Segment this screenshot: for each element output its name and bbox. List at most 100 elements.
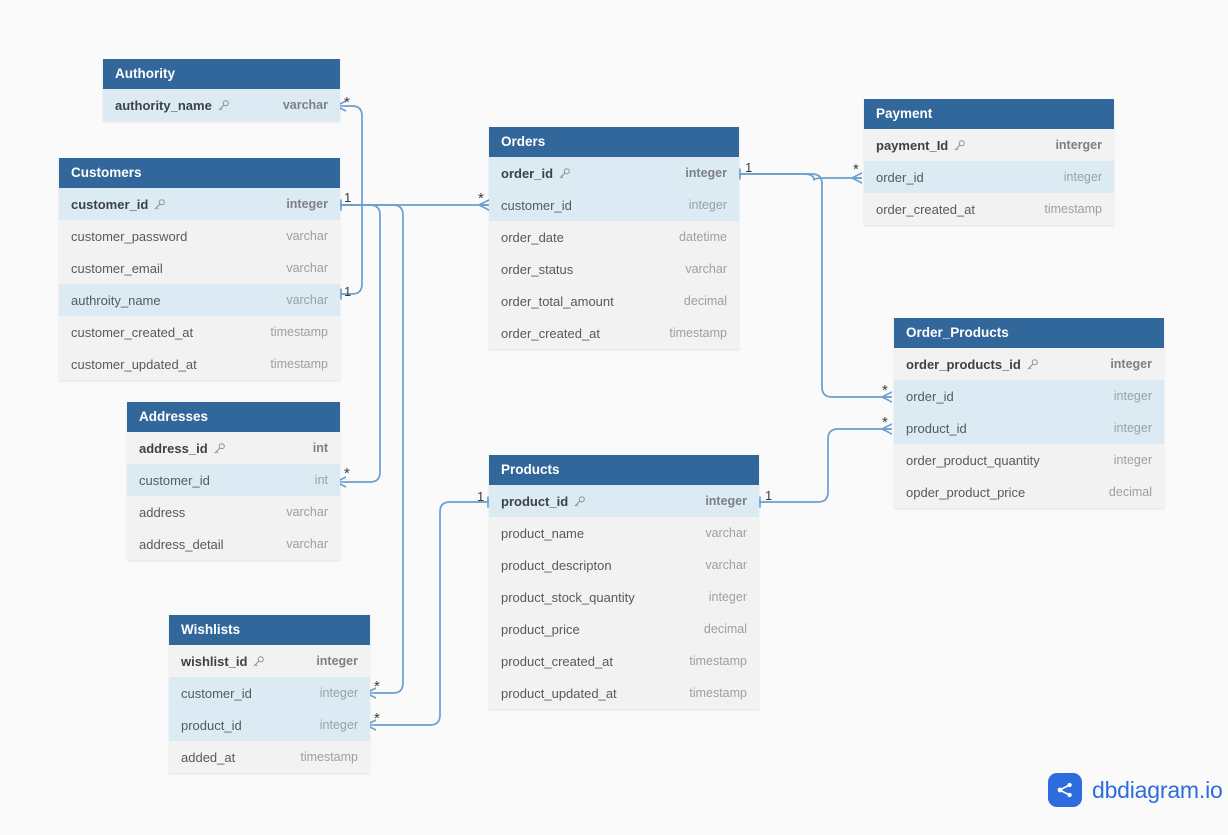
cardinality-label: *: [344, 94, 350, 111]
field-name: order_created_at: [501, 326, 655, 341]
cardinality-label: 1: [765, 488, 773, 503]
field-name-text: authroity_name: [71, 292, 161, 308]
field-name-text: order_products_id: [906, 356, 1021, 372]
field-name: product_id: [181, 718, 306, 733]
table-header[interactable]: Wishlists: [169, 615, 370, 645]
field-name-text: customer_id: [501, 197, 572, 213]
field-row[interactable]: product_id integer: [489, 485, 759, 517]
field-name: address_detail: [139, 537, 272, 552]
field-name: customer_id: [139, 473, 301, 488]
field-name: payment_Id: [876, 138, 1041, 153]
field-row[interactable]: order_date datetime: [489, 221, 739, 253]
field-row[interactable]: customer_id int: [127, 464, 340, 496]
table-customers[interactable]: Customers customer_id integer customer_pass…: [59, 158, 340, 380]
table-header[interactable]: Orders: [489, 127, 739, 157]
dbdiagram-brand[interactable]: dbdiagram.io: [1048, 773, 1223, 807]
field-name: order_date: [501, 230, 665, 245]
cardinality-label: *: [374, 710, 380, 727]
field-name: order_product_quantity: [906, 453, 1100, 468]
table-header[interactable]: Authority: [103, 59, 340, 89]
field-row[interactable]: customer_id integer: [59, 188, 340, 220]
field-type: timestamp: [300, 750, 358, 764]
table-header[interactable]: Products: [489, 455, 759, 485]
field-name-text: product_id: [906, 420, 967, 436]
field-type: varchar: [286, 293, 328, 307]
field-name-text: order_status: [501, 261, 574, 277]
field-name: product_price: [501, 622, 690, 637]
key-icon: [558, 167, 571, 180]
field-row[interactable]: added_at timestamp: [169, 741, 370, 773]
rel-products-orderproducts: [759, 429, 891, 502]
field-type: datetime: [679, 230, 727, 244]
field-name-text: product_name: [501, 525, 585, 541]
field-name: customer_updated_at: [71, 357, 256, 372]
table-header[interactable]: Addresses: [127, 402, 340, 432]
field-type: timestamp: [1044, 202, 1102, 216]
field-name: product_stock_quantity: [501, 590, 695, 605]
cardinality-label: 1: [344, 190, 352, 205]
field-row[interactable]: order_id integer: [864, 161, 1114, 193]
table-header[interactable]: Order_Products: [894, 318, 1164, 348]
field-name: product_descripton: [501, 558, 691, 573]
field-row[interactable]: customer_updated_at timestamp: [59, 348, 340, 380]
field-name-text: product_descripton: [501, 557, 612, 573]
field-name: product_id: [501, 494, 691, 509]
table-products[interactable]: Products product_id integer product_name var…: [489, 455, 759, 709]
field-type: varchar: [705, 526, 747, 540]
field-name-text: added_at: [181, 749, 236, 765]
field-name-text: order_date: [501, 229, 564, 245]
field-type: integer: [1063, 170, 1102, 184]
field-type: int: [314, 473, 328, 487]
share-nodes-icon: [1048, 773, 1082, 807]
table-header[interactable]: Customers: [59, 158, 340, 188]
field-name: customer_id: [71, 197, 272, 212]
field-name: order_id: [876, 170, 1050, 185]
field-type: timestamp: [270, 357, 328, 371]
table-header[interactable]: Payment: [864, 99, 1114, 129]
rel-orders-payment: [739, 174, 861, 180]
field-name: product_created_at: [501, 654, 675, 669]
field-name: order_status: [501, 262, 671, 277]
field-name: order_products_id: [906, 357, 1096, 372]
field-type: integer: [286, 197, 328, 211]
key-icon: [217, 99, 230, 112]
field-row[interactable]: authroity_name varchar: [59, 284, 340, 316]
field-row[interactable]: product_name varchar: [489, 517, 759, 549]
field-type: integer: [705, 494, 747, 508]
key-icon: [573, 495, 586, 508]
